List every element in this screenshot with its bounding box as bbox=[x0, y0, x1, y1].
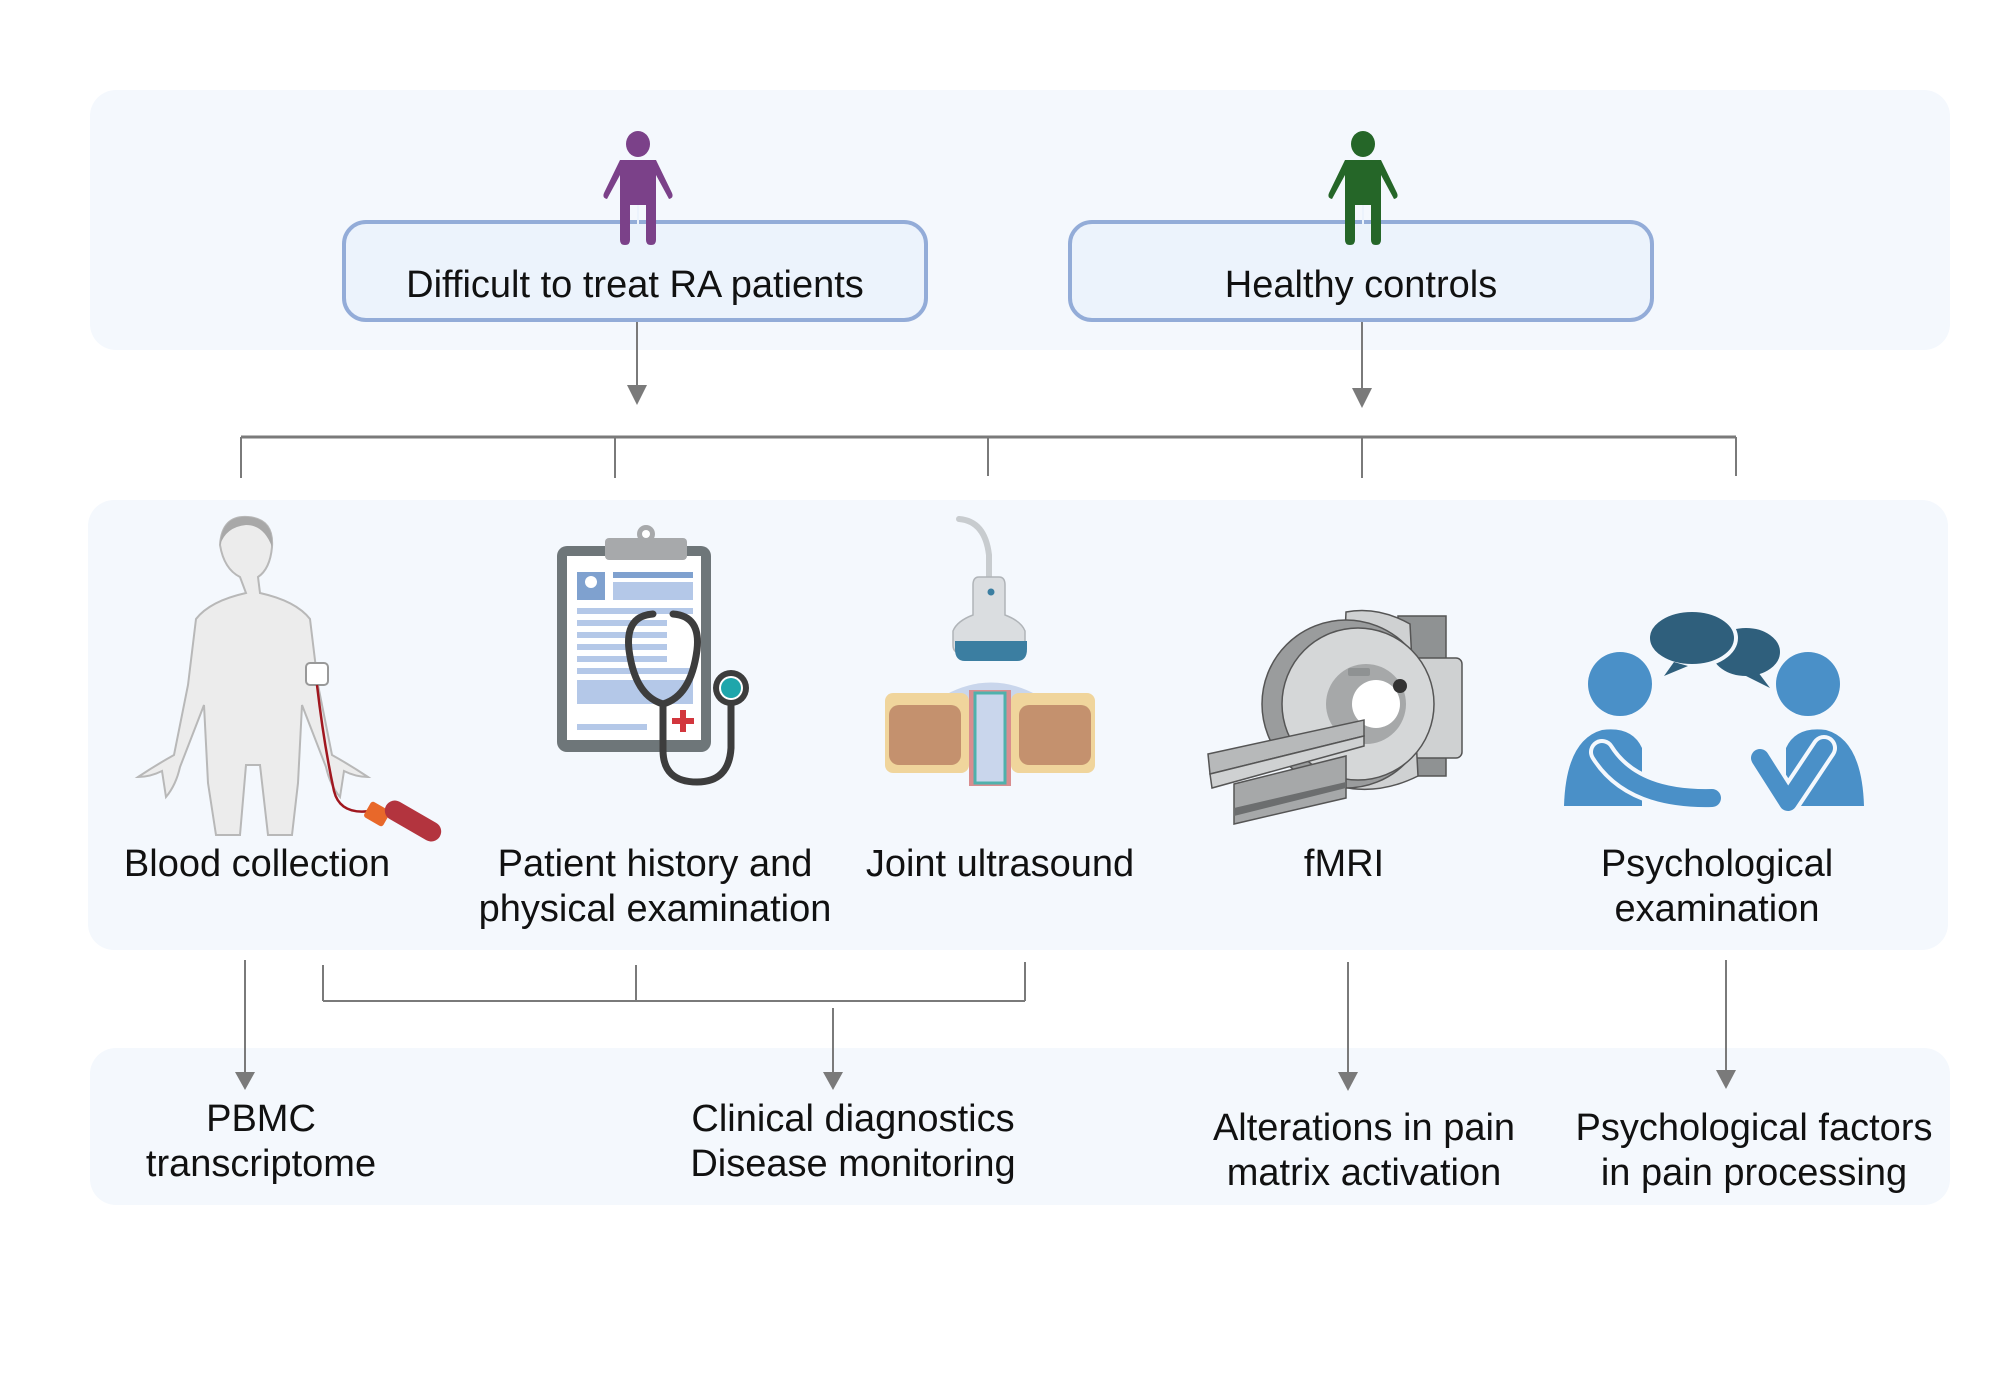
outcome-line2: transcriptome bbox=[145, 1143, 377, 1185]
method-label-line1: Psychological bbox=[1600, 843, 1834, 885]
method-label-line1: Patient history and bbox=[497, 843, 813, 885]
method-label-psychological: Psychological examination bbox=[1601, 842, 1833, 932]
blood-collection-icon bbox=[134, 515, 442, 842]
fmri-arrowhead bbox=[1338, 1072, 1358, 1091]
healthy-controls-label: Healthy controls bbox=[1224, 264, 1498, 306]
method-label-blood-collection: Blood collection bbox=[124, 842, 390, 887]
outcome-pbmc: PBMC transcriptome bbox=[146, 1097, 376, 1187]
outcome-pain-matrix: Alterations in pain matrix activation bbox=[1213, 1106, 1515, 1196]
outcomes-panel bbox=[90, 1048, 1950, 1205]
outcome-line2: matrix activation bbox=[1226, 1152, 1502, 1194]
hc-arrowhead bbox=[1352, 388, 1372, 408]
ra-patients-box: Difficult to treat RA patients bbox=[342, 220, 928, 322]
joint-ultrasound-icon bbox=[885, 516, 1095, 786]
outcome-line1: PBMC bbox=[206, 1098, 316, 1140]
psych-arrowhead bbox=[1716, 1070, 1736, 1089]
outcome-line1: Psychological factors bbox=[1575, 1107, 1933, 1149]
outcome-line1: Clinical diagnostics bbox=[691, 1098, 1015, 1140]
method-label-fmri: fMRI bbox=[1304, 842, 1384, 887]
clipboard-stethoscope-icon bbox=[557, 525, 749, 786]
ra-patients-label: Difficult to treat RA patients bbox=[406, 264, 864, 306]
clinical-arrowhead bbox=[823, 1072, 843, 1090]
outcome-line2: Disease monitoring bbox=[690, 1143, 1016, 1185]
method-label-joint-ultrasound: Joint ultrasound bbox=[866, 842, 1134, 887]
mri-scanner-icon bbox=[1207, 609, 1463, 825]
method-label-text: Joint ultrasound bbox=[865, 843, 1135, 885]
method-label-patient-history: Patient history and physical examination bbox=[479, 842, 832, 932]
method-label-text: fMRI bbox=[1303, 843, 1385, 885]
conversation-icon bbox=[1564, 608, 1864, 815]
pbmc-arrowhead bbox=[235, 1072, 255, 1090]
outcome-line1: Alterations in pain bbox=[1212, 1107, 1516, 1149]
outcome-clinical: Clinical diagnostics Disease monitoring bbox=[690, 1097, 1015, 1187]
method-label-line2: examination bbox=[1614, 888, 1820, 930]
method-label-text: Blood collection bbox=[123, 843, 391, 885]
patient-person-icon bbox=[603, 131, 673, 245]
ra-arrowhead bbox=[627, 385, 647, 405]
outcome-psych-factors: Psychological factors in pain processing bbox=[1576, 1106, 1933, 1196]
method-label-line2: physical examination bbox=[478, 888, 832, 930]
outcome-line2: in pain processing bbox=[1600, 1152, 1908, 1194]
control-person-icon bbox=[1328, 131, 1398, 245]
healthy-controls-box: Healthy controls bbox=[1068, 220, 1654, 322]
